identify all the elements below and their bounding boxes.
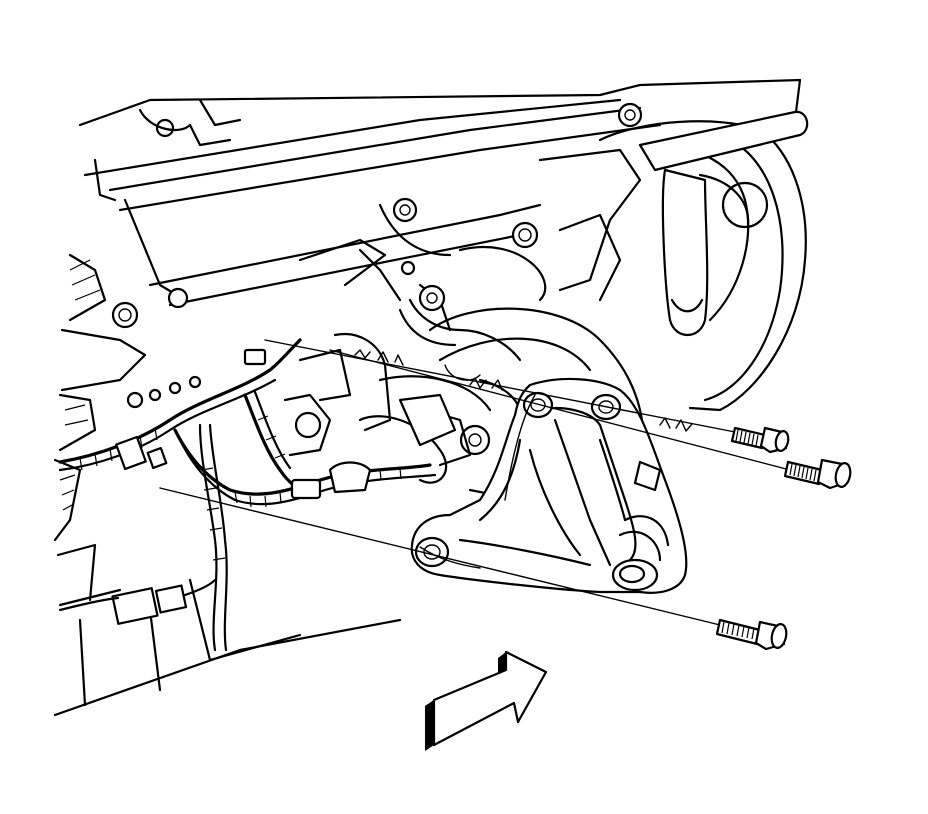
accessory-drive — [298, 102, 809, 412]
wiring-harness — [58, 298, 522, 652]
engine-block — [53, 78, 802, 717]
bolt-upper-2 — [783, 458, 852, 490]
engine-mount-bracket — [410, 377, 688, 594]
bolt-upper-1 — [730, 426, 790, 454]
front-direction-arrow-icon — [425, 650, 548, 751]
fastener-centerlines — [159, 339, 791, 626]
bolt-lower — [715, 618, 788, 651]
